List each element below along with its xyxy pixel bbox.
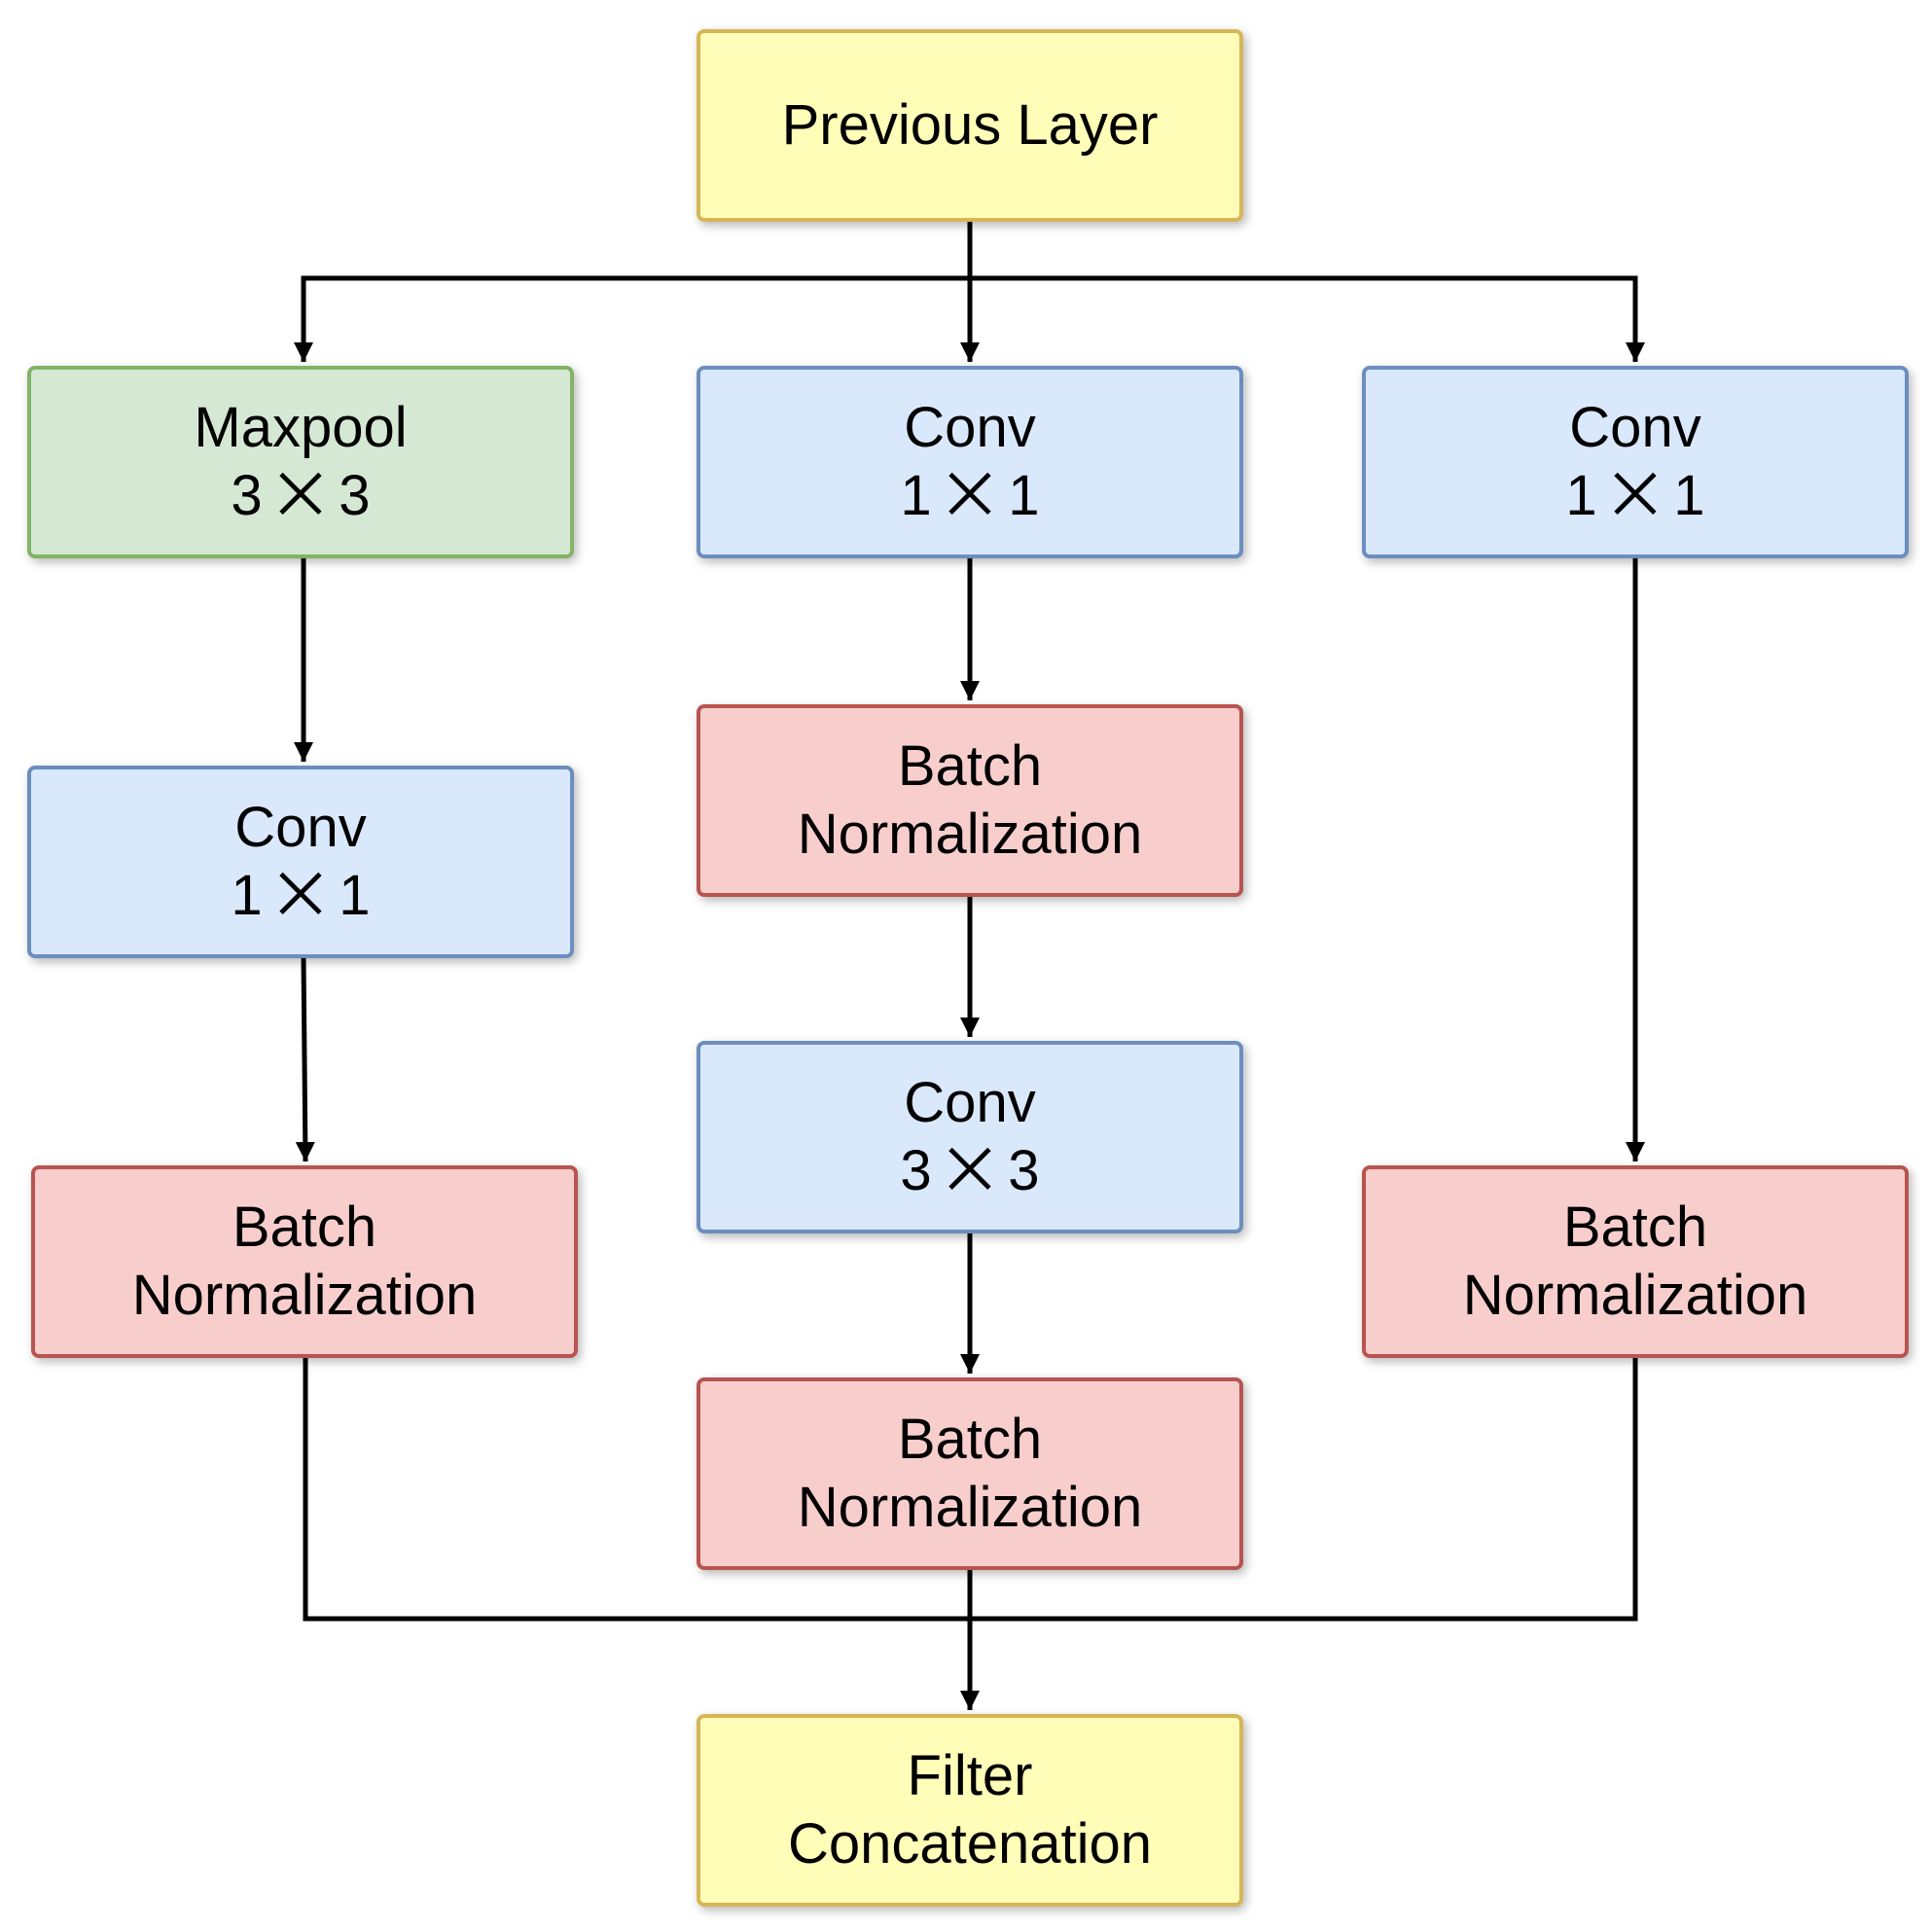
conv-kernel-label: 1 ⨉ 1 <box>900 464 1040 527</box>
conv-label: Conv <box>234 796 367 859</box>
batch-norm-middle-upper-node: Batch Normalization <box>697 704 1243 897</box>
conv-label: Conv <box>1569 396 1701 459</box>
previous-layer-label: Previous Layer <box>781 93 1159 157</box>
conv-kernel-label: 3 ⨉ 3 <box>900 1139 1040 1202</box>
batch-norm-label-line2: Normalization <box>131 1264 478 1327</box>
edge-bn-left-to-concat <box>303 1358 970 1622</box>
conv-label: Conv <box>904 1071 1036 1134</box>
batch-norm-right-node: Batch Normalization <box>1362 1165 1909 1358</box>
edge-bn-right-to-concat <box>970 1358 1638 1622</box>
batch-norm-left-node: Batch Normalization <box>31 1165 578 1358</box>
batch-norm-label-line2: Normalization <box>797 803 1143 866</box>
conv-1x1-middle-node: Conv 1 ⨉ 1 <box>697 366 1243 558</box>
maxpool-node: Maxpool 3 ⨉ 3 <box>27 366 574 558</box>
conv-kernel-label: 1 ⨉ 1 <box>1565 464 1705 527</box>
batch-norm-label-line1: Batch <box>232 1196 377 1259</box>
conv-1x1-left-node: Conv 1 ⨉ 1 <box>27 766 574 958</box>
maxpool-kernel-label: 3 ⨉ 3 <box>231 464 371 527</box>
edge-previous-to-maxpool <box>294 222 973 362</box>
previous-layer-node: Previous Layer <box>697 29 1243 222</box>
batch-norm-label-line1: Batch <box>897 734 1043 798</box>
filter-concatenation-node: Filter Concatenation <box>697 1714 1243 1907</box>
edge-conv-left-to-bn-left <box>295 957 315 1162</box>
conv-3x3-middle-node: Conv 3 ⨉ 3 <box>697 1041 1243 1233</box>
conv-1x1-right-node: Conv 1 ⨉ 1 <box>1362 366 1909 558</box>
batch-norm-middle-lower-node: Batch Normalization <box>697 1377 1243 1570</box>
batch-norm-label-line1: Batch <box>1562 1196 1708 1259</box>
conv-label: Conv <box>904 396 1036 459</box>
maxpool-label: Maxpool <box>194 396 408 459</box>
conv-kernel-label: 1 ⨉ 1 <box>231 864 371 927</box>
filter-concatenation-label-line1: Filter <box>907 1744 1033 1807</box>
filter-concatenation-label-line2: Concatenation <box>787 1812 1153 1875</box>
batch-norm-label-line2: Normalization <box>1462 1264 1808 1327</box>
batch-norm-label-line2: Normalization <box>797 1476 1143 1539</box>
edge-previous-to-conv-right <box>970 275 1645 362</box>
batch-norm-label-line1: Batch <box>897 1408 1043 1471</box>
